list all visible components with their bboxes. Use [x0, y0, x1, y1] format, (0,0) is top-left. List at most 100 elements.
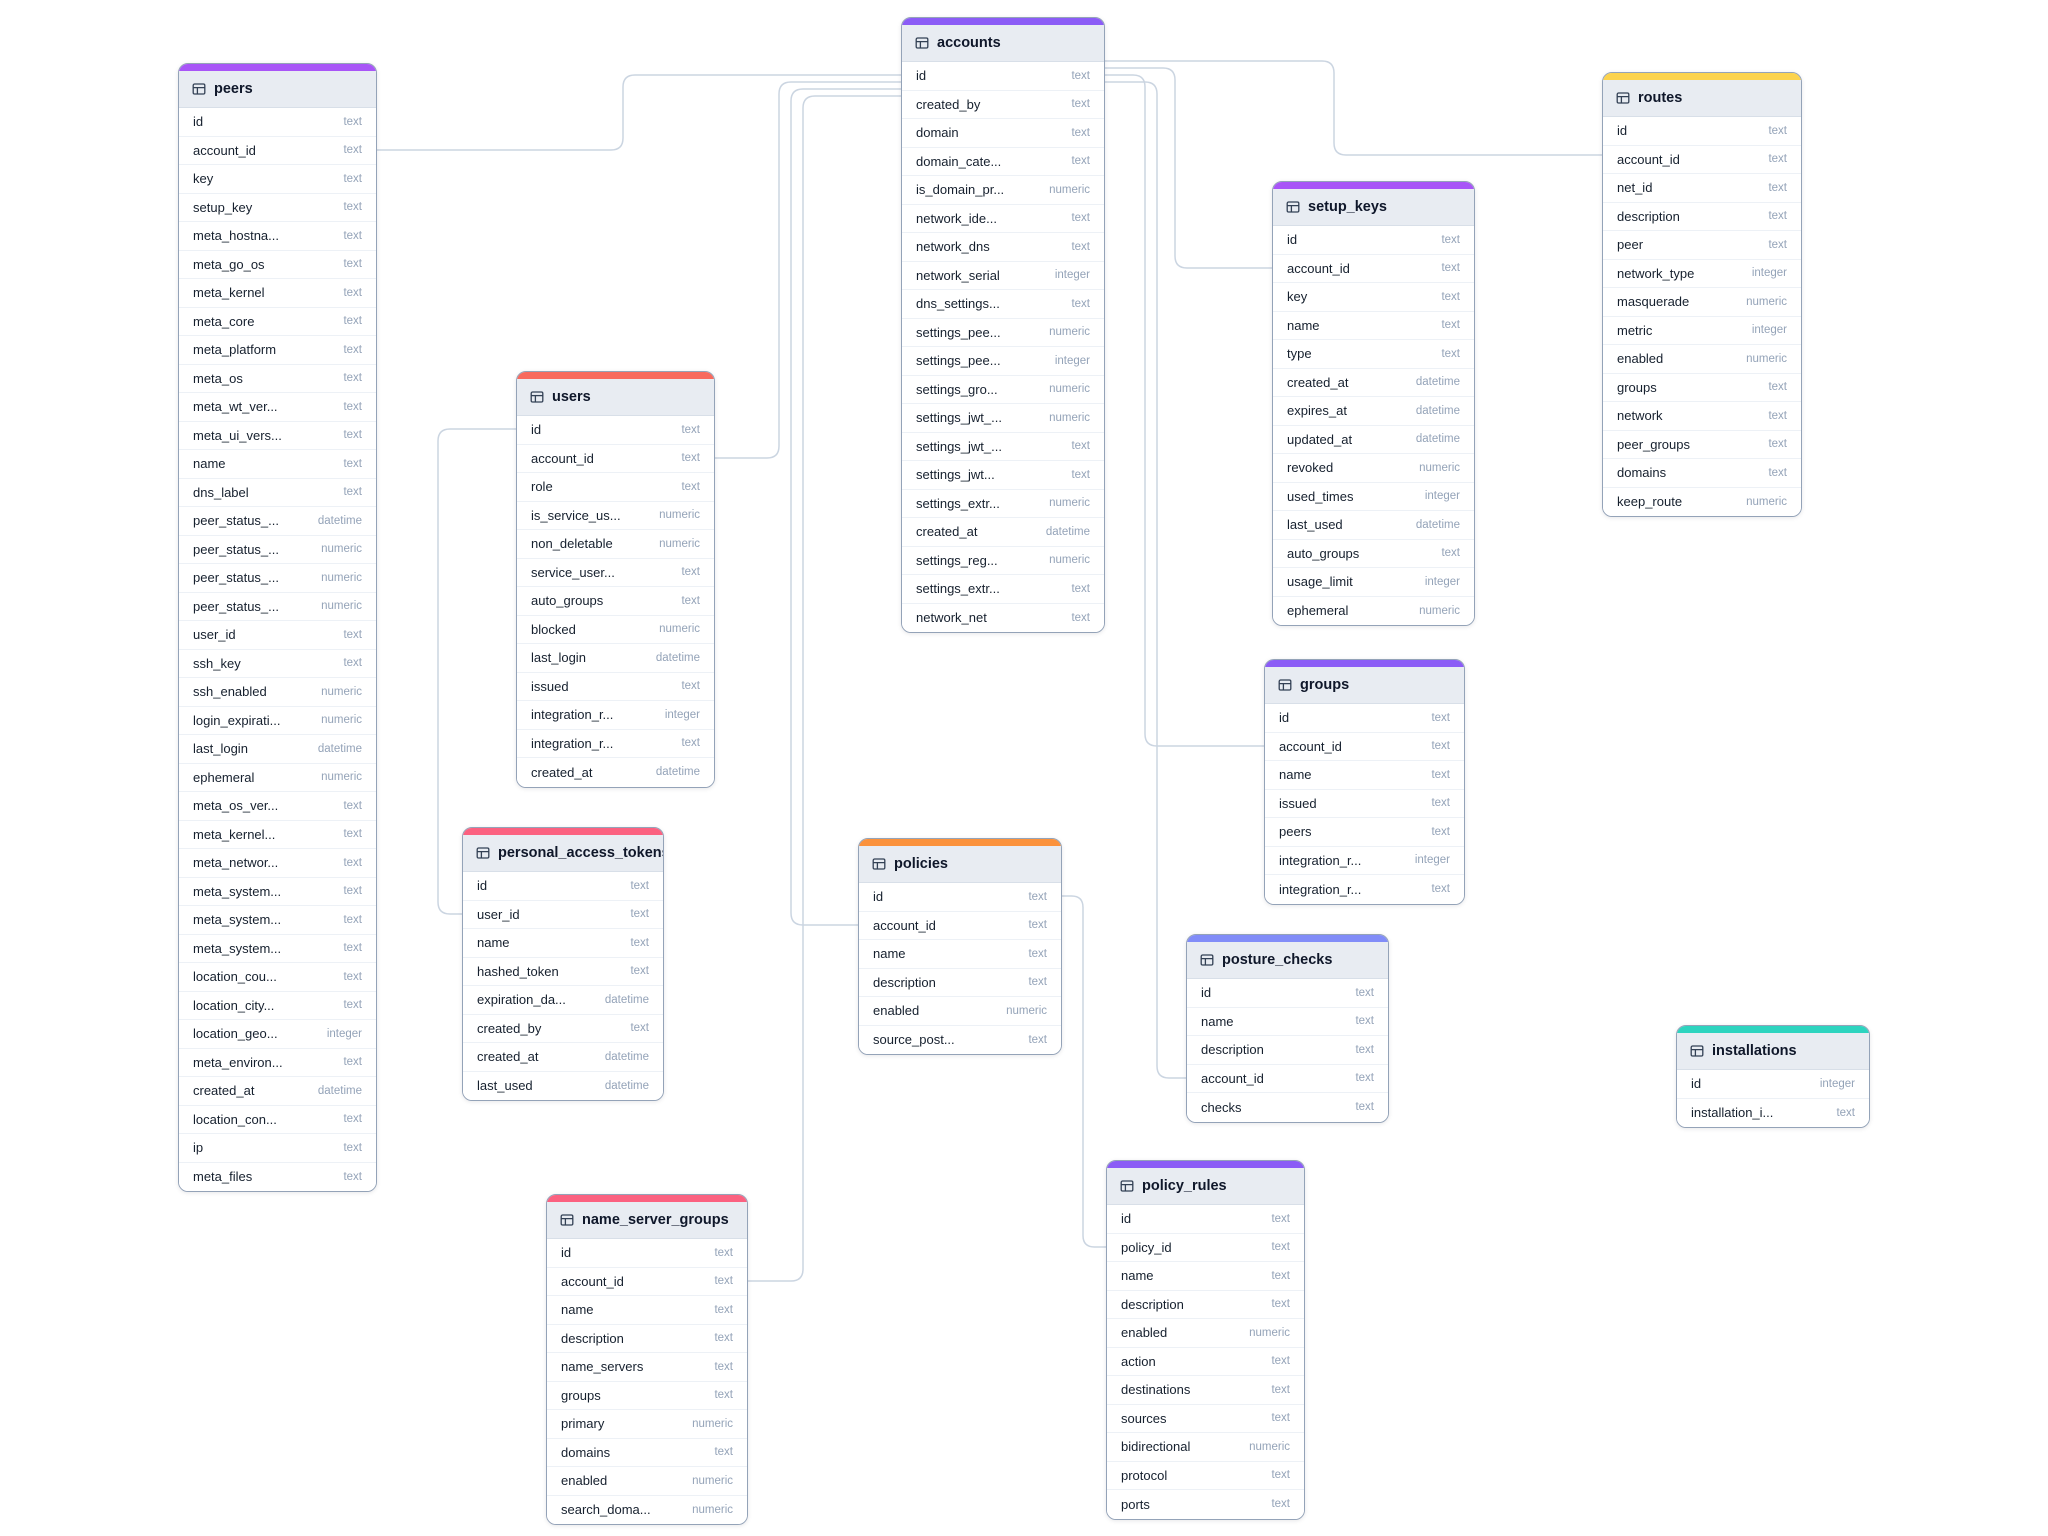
- field-name: role: [531, 479, 553, 495]
- field-name: enabled: [561, 1473, 608, 1489]
- field-row: auto_groups text: [517, 587, 714, 616]
- field-type: datetime: [604, 993, 649, 1006]
- field-type: text: [1071, 69, 1090, 82]
- field-name: sources: [1121, 1410, 1167, 1426]
- field-type: text: [1768, 210, 1787, 223]
- field-type: text: [1441, 347, 1460, 360]
- table-rows: id text account_id text name text issued…: [1265, 704, 1464, 904]
- table-name_server_groups[interactable]: name_server_groups id text account_id te…: [546, 1194, 748, 1525]
- table-header[interactable]: posture_checks: [1187, 942, 1388, 979]
- field-name: used_times: [1287, 488, 1354, 504]
- field-name: id: [1201, 985, 1212, 1001]
- field-name: meta_go_os: [193, 256, 265, 272]
- table-accounts[interactable]: accounts id text created_by text domain …: [901, 17, 1105, 633]
- field-name: is_domain_pr...: [916, 182, 1005, 198]
- field-row: protocol text: [1107, 1461, 1304, 1490]
- table-icon: [192, 82, 206, 96]
- field-type: text: [1355, 986, 1374, 999]
- field-row: key text: [1273, 283, 1474, 312]
- table-rows: id text policy_id text name text descrip…: [1107, 1205, 1304, 1519]
- field-row: meta_system... text: [179, 934, 376, 963]
- table-name: peers: [214, 81, 253, 97]
- field-row: id text: [1107, 1205, 1304, 1234]
- table-header[interactable]: name_server_groups: [547, 1202, 747, 1239]
- table-header[interactable]: accounts: [902, 25, 1104, 62]
- field-name: created_by: [916, 96, 981, 112]
- table-header[interactable]: installations: [1677, 1033, 1869, 1070]
- field-row: meta_hostna... text: [179, 222, 376, 251]
- field-row: masquerade numeric: [1603, 288, 1801, 317]
- table-peers[interactable]: peers id text account_id text key text s…: [178, 63, 377, 1192]
- table-routes[interactable]: routes id text account_id text net_id te…: [1602, 72, 1802, 517]
- field-row: created_at datetime: [463, 1043, 663, 1072]
- field-type: datetime: [317, 742, 362, 755]
- field-name: account_id: [193, 142, 256, 158]
- field-type: text: [681, 594, 700, 607]
- table-posture_checks[interactable]: posture_checks id text name text descrip…: [1186, 934, 1389, 1123]
- field-row: domains text: [1603, 459, 1801, 488]
- field-name: ephemeral: [193, 769, 255, 785]
- table-header[interactable]: peers: [179, 71, 376, 108]
- field-name: meta_os: [193, 370, 243, 386]
- field-name: last_used: [477, 1078, 533, 1094]
- table-header[interactable]: policy_rules: [1107, 1168, 1304, 1205]
- field-name: groups: [1617, 379, 1657, 395]
- field-name: meta_core: [193, 313, 255, 329]
- field-row: meta_kernel text: [179, 279, 376, 308]
- relationship-line: [437, 428, 516, 915]
- table-users[interactable]: users id text account_id text role text …: [516, 371, 715, 788]
- field-type: integer: [664, 708, 700, 721]
- field-type: numeric: [659, 509, 700, 522]
- table-rows: id text user_id text name text hashed_to…: [463, 872, 663, 1100]
- field-type: text: [343, 970, 362, 983]
- field-row: settings_gro... numeric: [902, 375, 1104, 404]
- field-row: id text: [859, 883, 1061, 912]
- table-personal_access_tokens[interactable]: personal_access_tokens id text user_id t…: [462, 827, 664, 1101]
- table-groups[interactable]: groups id text account_id text name text…: [1264, 659, 1465, 905]
- field-type: text: [1071, 468, 1090, 481]
- field-type: numeric: [321, 600, 362, 613]
- table-header[interactable]: policies: [859, 846, 1061, 883]
- field-row: location_cou... text: [179, 963, 376, 992]
- field-type: text: [1431, 740, 1450, 753]
- field-type: numeric: [321, 771, 362, 784]
- field-type: numeric: [692, 1503, 733, 1516]
- table-installations[interactable]: installations id integer installation_i.…: [1676, 1025, 1870, 1128]
- table-header[interactable]: routes: [1603, 80, 1801, 117]
- table-setup_keys[interactable]: setup_keys id text account_id text key t…: [1272, 181, 1475, 626]
- field-row: name text: [1273, 311, 1474, 340]
- field-name: policy_id: [1121, 1239, 1172, 1255]
- table-header[interactable]: groups: [1265, 667, 1464, 704]
- field-type: text: [1028, 976, 1047, 989]
- field-name: issued: [531, 678, 569, 694]
- field-row: destinations text: [1107, 1376, 1304, 1405]
- field-type: datetime: [317, 514, 362, 527]
- field-row: location_con... text: [179, 1105, 376, 1134]
- table-header[interactable]: setup_keys: [1273, 189, 1474, 226]
- field-type: text: [1441, 262, 1460, 275]
- table-policy_rules[interactable]: policy_rules id text policy_id text name…: [1106, 1160, 1305, 1520]
- table-header[interactable]: personal_access_tokens: [463, 835, 663, 872]
- table-policies[interactable]: policies id text account_id text name te…: [858, 838, 1062, 1055]
- table-name: users: [552, 389, 591, 405]
- table-header[interactable]: users: [517, 379, 714, 416]
- field-name: meta_os_ver...: [193, 798, 279, 814]
- field-row: network_type integer: [1603, 259, 1801, 288]
- field-name: enabled: [873, 1003, 920, 1019]
- field-type: text: [681, 680, 700, 693]
- field-type: numeric: [692, 1417, 733, 1430]
- field-type: numeric: [1746, 352, 1787, 365]
- field-row: is_service_us... numeric: [517, 501, 714, 530]
- field-type: text: [343, 885, 362, 898]
- table-color-bar: [547, 1195, 747, 1202]
- field-row: settings_jwt_... numeric: [902, 404, 1104, 433]
- field-name: meta_wt_ver...: [193, 399, 278, 415]
- field-type: text: [1768, 181, 1787, 194]
- field-name: network_ide...: [916, 210, 997, 226]
- field-row: ssh_enabled numeric: [179, 678, 376, 707]
- field-type: datetime: [1415, 433, 1460, 446]
- field-row: network text: [1603, 402, 1801, 431]
- field-name: peer_status_...: [193, 541, 279, 557]
